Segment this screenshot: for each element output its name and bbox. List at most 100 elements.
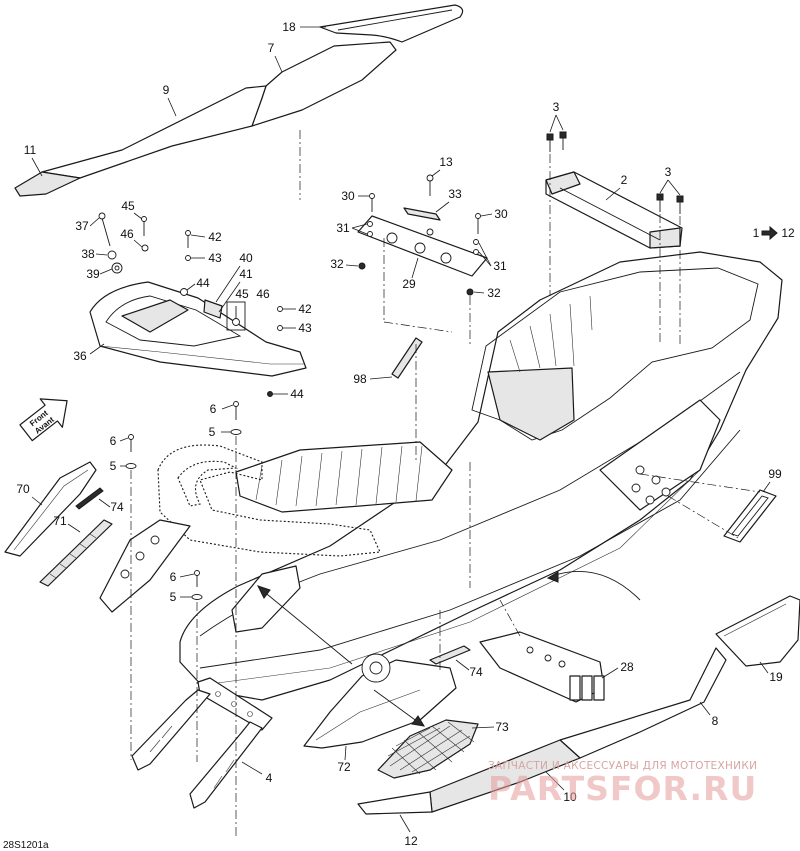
callout-45[interactable]: 45	[121, 199, 135, 213]
part-40-41-bracket[interactable]	[203, 299, 223, 319]
part-71-grille-strip[interactable]	[39, 519, 113, 587]
callout-12-reference[interactable]: 12	[781, 226, 795, 240]
part-70-side-piece[interactable]	[4, 461, 97, 557]
part-74-strip-left[interactable]	[75, 487, 104, 510]
part-5-washer-bow[interactable]	[191, 594, 203, 600]
part-5-washer-left[interactable]	[125, 463, 137, 469]
callout-74-bottom[interactable]: 74	[469, 665, 483, 679]
part-28-bracket[interactable]	[479, 631, 605, 703]
callout-31-left[interactable]: 31	[336, 221, 350, 235]
part-4-support-bracket[interactable]	[131, 677, 273, 809]
callout-44[interactable]: 44	[196, 276, 210, 290]
callout-1[interactable]: 1	[753, 226, 760, 240]
part-29-plate[interactable]	[357, 215, 488, 277]
callout-3-right[interactable]: 3	[665, 165, 672, 179]
part-30-bolt-right[interactable]	[475, 213, 481, 235]
callout-5-top[interactable]: 5	[209, 425, 216, 439]
bolt-3-center[interactable]	[559, 131, 567, 150]
callout-5-left[interactable]: 5	[110, 459, 117, 473]
part-33-clip[interactable]	[403, 207, 441, 221]
callout-18[interactable]: 18	[282, 20, 296, 34]
callout-30-left[interactable]: 30	[341, 189, 355, 203]
callout-33[interactable]: 33	[448, 187, 462, 201]
part-43-washer-right[interactable]	[277, 325, 283, 331]
part-46-washer[interactable]	[141, 244, 149, 252]
callout-2[interactable]: 2	[621, 173, 628, 187]
callout-43-right[interactable]: 43	[298, 321, 312, 335]
part-37-screw[interactable]	[98, 212, 111, 247]
callout-30-right[interactable]: 30	[494, 207, 508, 221]
callout-46[interactable]: 46	[120, 227, 134, 241]
part-12-pad-tip[interactable]	[357, 791, 433, 815]
callout-46-box[interactable]: 46	[256, 287, 270, 301]
front-grab-handle-dotted[interactable]	[157, 444, 381, 557]
callout-42[interactable]: 42	[208, 230, 222, 244]
part-39-washer[interactable]	[111, 262, 123, 274]
part-13-bolt[interactable]	[426, 174, 434, 196]
callout-36[interactable]: 36	[73, 349, 87, 363]
callout-32-right[interactable]: 32	[487, 286, 501, 300]
callout-7[interactable]: 7	[268, 41, 275, 55]
callout-6-bow[interactable]: 6	[170, 570, 177, 584]
callout-5-bow[interactable]: 5	[170, 590, 177, 604]
callout-42-right[interactable]: 42	[298, 302, 312, 316]
part-6-bolt-top[interactable]	[233, 401, 239, 421]
bolt-3-right-a[interactable]	[656, 193, 664, 212]
callout-10[interactable]: 10	[563, 790, 577, 804]
callout-39[interactable]: 39	[86, 267, 100, 281]
callout-6-left[interactable]: 6	[110, 434, 117, 448]
callout-70[interactable]: 70	[16, 482, 30, 496]
callout-38[interactable]: 38	[81, 247, 95, 261]
part-43-washer[interactable]	[185, 255, 191, 261]
part-44-nut[interactable]	[180, 288, 188, 296]
part-31-washer-left[interactable]	[367, 221, 373, 237]
part-99-frame[interactable]	[723, 489, 777, 543]
part-32-nut-left[interactable]	[358, 262, 366, 270]
part-8-upper-pad[interactable]	[559, 647, 727, 759]
callout-12[interactable]: 12	[404, 834, 418, 848]
callout-4[interactable]: 4	[266, 771, 273, 785]
callout-3-top[interactable]: 3	[553, 100, 560, 114]
part-73-grating[interactable]	[377, 719, 479, 779]
callout-73[interactable]: 73	[495, 720, 509, 734]
bolt-3-right-b[interactable]	[676, 195, 684, 214]
callout-19[interactable]: 19	[769, 670, 783, 684]
part-45-bolt[interactable]	[141, 216, 147, 237]
callout-99[interactable]: 99	[768, 467, 782, 481]
callout-8[interactable]: 8	[712, 714, 719, 728]
callout-41[interactable]: 41	[239, 267, 253, 281]
part-19-rear-pad[interactable]	[715, 595, 800, 667]
part-38-spacer[interactable]	[107, 250, 117, 260]
callout-9[interactable]: 9	[163, 83, 170, 97]
bolt-3-left[interactable]	[546, 133, 554, 152]
part-98-strap[interactable]	[391, 337, 423, 379]
part-31-washer-right[interactable]	[473, 239, 479, 255]
part-30-bolt-left[interactable]	[369, 193, 375, 213]
callout-37[interactable]: 37	[75, 219, 89, 233]
callout-43[interactable]: 43	[208, 251, 222, 265]
part-42-bolt-right[interactable]	[277, 306, 283, 312]
callout-32-left[interactable]: 32	[330, 257, 344, 271]
part-44-nut-right[interactable]	[267, 391, 273, 397]
callout-13[interactable]: 13	[439, 155, 453, 169]
part-11-pad-tip[interactable]	[14, 171, 81, 197]
part-45-46-box[interactable]	[226, 301, 246, 331]
part-6-bolt-left[interactable]	[128, 434, 134, 453]
callout-6-top[interactable]: 6	[210, 402, 217, 416]
part-5-washer-top[interactable]	[230, 429, 242, 435]
callout-71[interactable]: 71	[53, 514, 67, 528]
part-32-nut-right[interactable]	[466, 288, 474, 296]
callout-28[interactable]: 28	[620, 660, 634, 674]
part-42-bolt[interactable]	[185, 230, 191, 249]
callout-11[interactable]: 11	[24, 143, 37, 157]
callout-45-box[interactable]: 45	[235, 287, 249, 301]
callout-31-right[interactable]: 31	[493, 259, 507, 273]
part-74-strip-bottom[interactable]	[429, 645, 471, 665]
part-36-handle[interactable]	[89, 281, 307, 377]
part-18-rear-pad[interactable]	[319, 4, 464, 43]
callout-72[interactable]: 72	[337, 760, 351, 774]
hull-footwell[interactable]	[235, 441, 453, 513]
callout-44-right[interactable]: 44	[290, 387, 304, 401]
part-9-front-pad[interactable]	[41, 85, 267, 179]
part-72-bow-cap[interactable]	[303, 653, 457, 749]
